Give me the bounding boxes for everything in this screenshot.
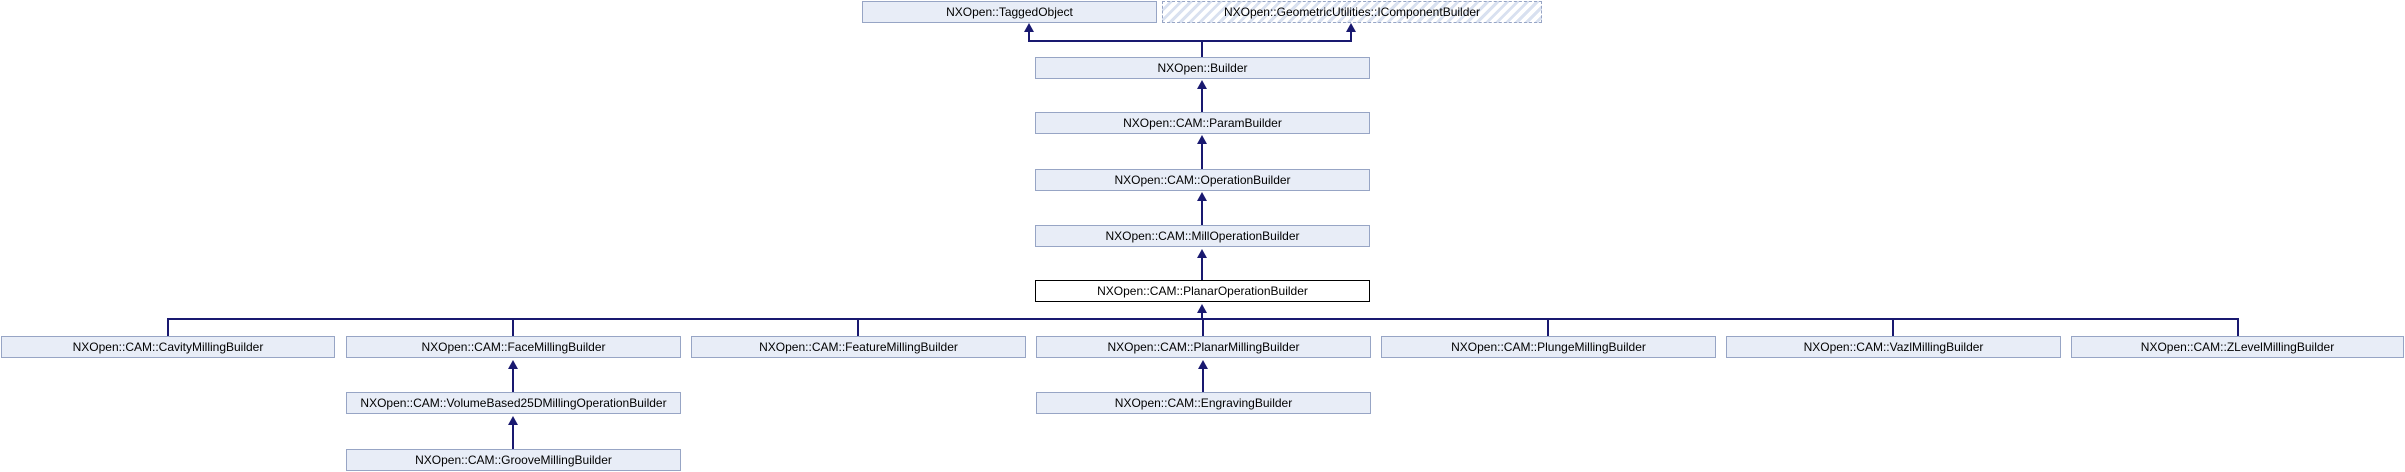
node-parambuilder[interactable]: NXOpen::CAM::ParamBuilder	[1035, 112, 1370, 134]
arrow-up-icon	[508, 360, 518, 369]
arrow-up-icon	[1346, 23, 1356, 32]
edge-line	[512, 368, 514, 392]
edge-line	[1350, 31, 1352, 42]
node-volumebased25dmillingoperationbuilder[interactable]: NXOpen::CAM::VolumeBased25DMillingOperat…	[346, 392, 681, 414]
edge-line	[1028, 40, 1352, 42]
arrow-up-icon	[1197, 135, 1207, 144]
node-builder[interactable]: NXOpen::Builder	[1035, 57, 1370, 79]
edge-line	[2237, 318, 2239, 336]
edge-line	[1201, 88, 1203, 112]
edge-line	[857, 318, 859, 336]
edge-line	[1201, 200, 1203, 225]
arrow-up-icon	[1197, 192, 1207, 201]
edge-line	[1547, 318, 1549, 336]
node-planarmillingbuilder[interactable]: NXOpen::CAM::PlanarMillingBuilder	[1036, 336, 1371, 358]
node-plungemillingbuilder[interactable]: NXOpen::CAM::PlungeMillingBuilder	[1381, 336, 1716, 358]
node-taggedobject[interactable]: NXOpen::TaggedObject	[862, 1, 1157, 23]
edge-line	[512, 318, 514, 336]
node-engravingbuilder[interactable]: NXOpen::CAM::EngravingBuilder	[1036, 392, 1371, 414]
arrow-up-icon	[508, 416, 518, 425]
edge-line	[512, 424, 514, 449]
edge-line	[1201, 257, 1203, 280]
arrow-up-icon	[1024, 23, 1034, 32]
node-milloperationbuilder[interactable]: NXOpen::CAM::MillOperationBuilder	[1035, 225, 1370, 247]
arrow-up-icon	[1197, 249, 1207, 258]
arrow-up-icon	[1197, 80, 1207, 89]
node-featuremillingbuilder[interactable]: NXOpen::CAM::FeatureMillingBuilder	[691, 336, 1026, 358]
edge-line	[1201, 40, 1203, 57]
node-zlevelmillingbuilder[interactable]: NXOpen::CAM::ZLevelMillingBuilder	[2071, 336, 2404, 358]
node-operationbuilder[interactable]: NXOpen::CAM::OperationBuilder	[1035, 169, 1370, 191]
arrow-up-icon	[1197, 304, 1207, 313]
edge-line	[167, 318, 169, 336]
edge-line	[1202, 318, 1204, 336]
edge-line	[1892, 318, 1894, 336]
node-vazlmillingbuilder[interactable]: NXOpen::CAM::VazlMillingBuilder	[1726, 336, 2061, 358]
edge-line	[1201, 312, 1203, 320]
edge-line	[1202, 368, 1204, 392]
arrow-up-icon	[1198, 360, 1208, 369]
node-cavitymillingbuilder[interactable]: NXOpen::CAM::CavityMillingBuilder	[1, 336, 335, 358]
node-planaroperationbuilder-current: NXOpen::CAM::PlanarOperationBuilder	[1035, 280, 1370, 302]
edge-line	[1028, 31, 1030, 42]
edge-line	[1201, 143, 1203, 169]
node-facemillingbuilder[interactable]: NXOpen::CAM::FaceMillingBuilder	[346, 336, 681, 358]
node-groovemillingbuilder[interactable]: NXOpen::CAM::GrooveMillingBuilder	[346, 449, 681, 471]
node-icomponentbuilder[interactable]: NXOpen::GeometricUtilities::IComponentBu…	[1162, 1, 1542, 23]
